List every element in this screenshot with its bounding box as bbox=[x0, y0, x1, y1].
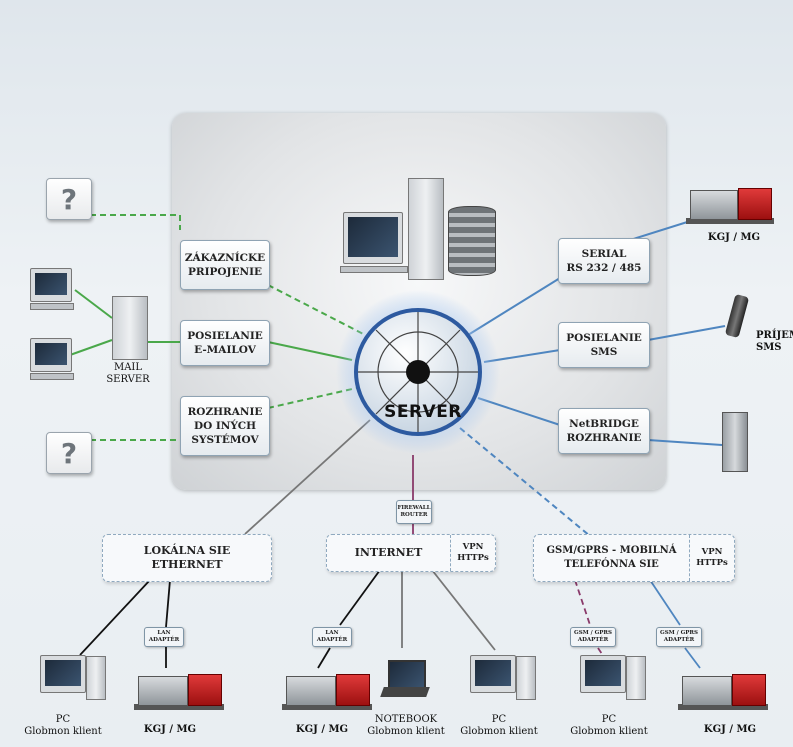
gsm-network: GSM/GPRS - MOBILNÁ TELEFÓNNA SIE VPN HTT… bbox=[533, 534, 735, 582]
internet-network: INTERNET VPN HTTPs bbox=[326, 534, 496, 572]
server-keyboard-icon bbox=[340, 266, 408, 273]
pc-3-tower-icon bbox=[626, 656, 646, 700]
generator-3-icon bbox=[678, 668, 768, 712]
keyboard-icon bbox=[30, 373, 74, 380]
generator-top-icon bbox=[686, 182, 774, 226]
lan-adapter-1: LAN ADAPTÉR bbox=[144, 627, 184, 647]
database-icon bbox=[448, 206, 496, 276]
server-monitor-icon bbox=[343, 212, 403, 264]
server-label: SERVER bbox=[384, 402, 462, 422]
lan-ethernet-network: LOKÁLNA SIE ETHERNET bbox=[102, 534, 272, 582]
mail-server-icon bbox=[112, 296, 148, 360]
unknown-system-top-icon: ? bbox=[46, 178, 92, 220]
pc-2-label: PC Globmon klient bbox=[460, 714, 538, 737]
internet-label: INTERNET bbox=[354, 546, 423, 559]
pc-1-icon bbox=[40, 655, 86, 693]
pc-3-icon bbox=[580, 655, 626, 693]
gsm-vpn-label: VPN HTTPs bbox=[689, 535, 734, 581]
lan-ethernet-label: LOKÁLNA SIE ETHERNET bbox=[143, 544, 231, 571]
sms-receiver-label: PRÍJEM SMS bbox=[756, 330, 793, 353]
internet-vpn-label: VPN HTTPs bbox=[450, 535, 495, 571]
generator-1-icon bbox=[134, 668, 224, 712]
customer-connection-box: ZÁKAZNÍCKE PRIPOJENIE bbox=[180, 240, 270, 290]
gsm-adapter-1: GSM / GPRS ADAPTÉR bbox=[570, 627, 616, 647]
keyboard-icon bbox=[30, 303, 74, 310]
kgj-top-label: KGJ / MG bbox=[707, 232, 761, 243]
pc-3-label: PC Globmon klient bbox=[570, 714, 648, 737]
pc-2-tower-icon bbox=[516, 656, 536, 700]
lan-adapter-2: LAN ADAPTÉR bbox=[312, 627, 352, 647]
kgj-3-label: KGJ / MG bbox=[703, 724, 757, 735]
pc-left-top-icon bbox=[30, 268, 72, 302]
notebook-label: NOTEBOOK Globmon klient bbox=[367, 714, 445, 737]
notebook-icon bbox=[380, 660, 430, 700]
netbridge-cabinet-icon bbox=[722, 412, 748, 472]
netbridge-box: NetBRIDGE ROZHRANIE bbox=[558, 408, 650, 454]
kgj-1-label: KGJ / MG bbox=[143, 724, 197, 735]
pc-1-label: PC Globmon klient bbox=[24, 714, 102, 737]
gsm-adapter-2: GSM / GPRS ADAPTÉR bbox=[656, 627, 702, 647]
pc-left-bottom-icon bbox=[30, 338, 72, 372]
gsm-label: GSM/GPRS - MOBILNÁ TELEFÓNNA SIE bbox=[546, 545, 677, 570]
generator-2-icon bbox=[282, 668, 372, 712]
server-tower-icon bbox=[408, 178, 444, 280]
serial-box: SERIAL RS 232 / 485 bbox=[558, 238, 650, 284]
mail-server-label: MAIL SERVER bbox=[106, 362, 150, 385]
unknown-system-bottom-icon: ? bbox=[46, 432, 92, 474]
email-sending-box: POSIELANIE E-MAILOV bbox=[180, 320, 270, 366]
pc-2-icon bbox=[470, 655, 516, 693]
firewall-router-box: FIREWALL ROUTER bbox=[396, 500, 432, 524]
sms-sending-box: POSIELANIE SMS bbox=[558, 322, 650, 368]
kgj-2-label: KGJ / MG bbox=[295, 724, 349, 735]
pc-1-tower-icon bbox=[86, 656, 106, 700]
other-systems-interface-box: ROZHRANIE DO INÝCH SYSTÉMOV bbox=[180, 396, 270, 456]
